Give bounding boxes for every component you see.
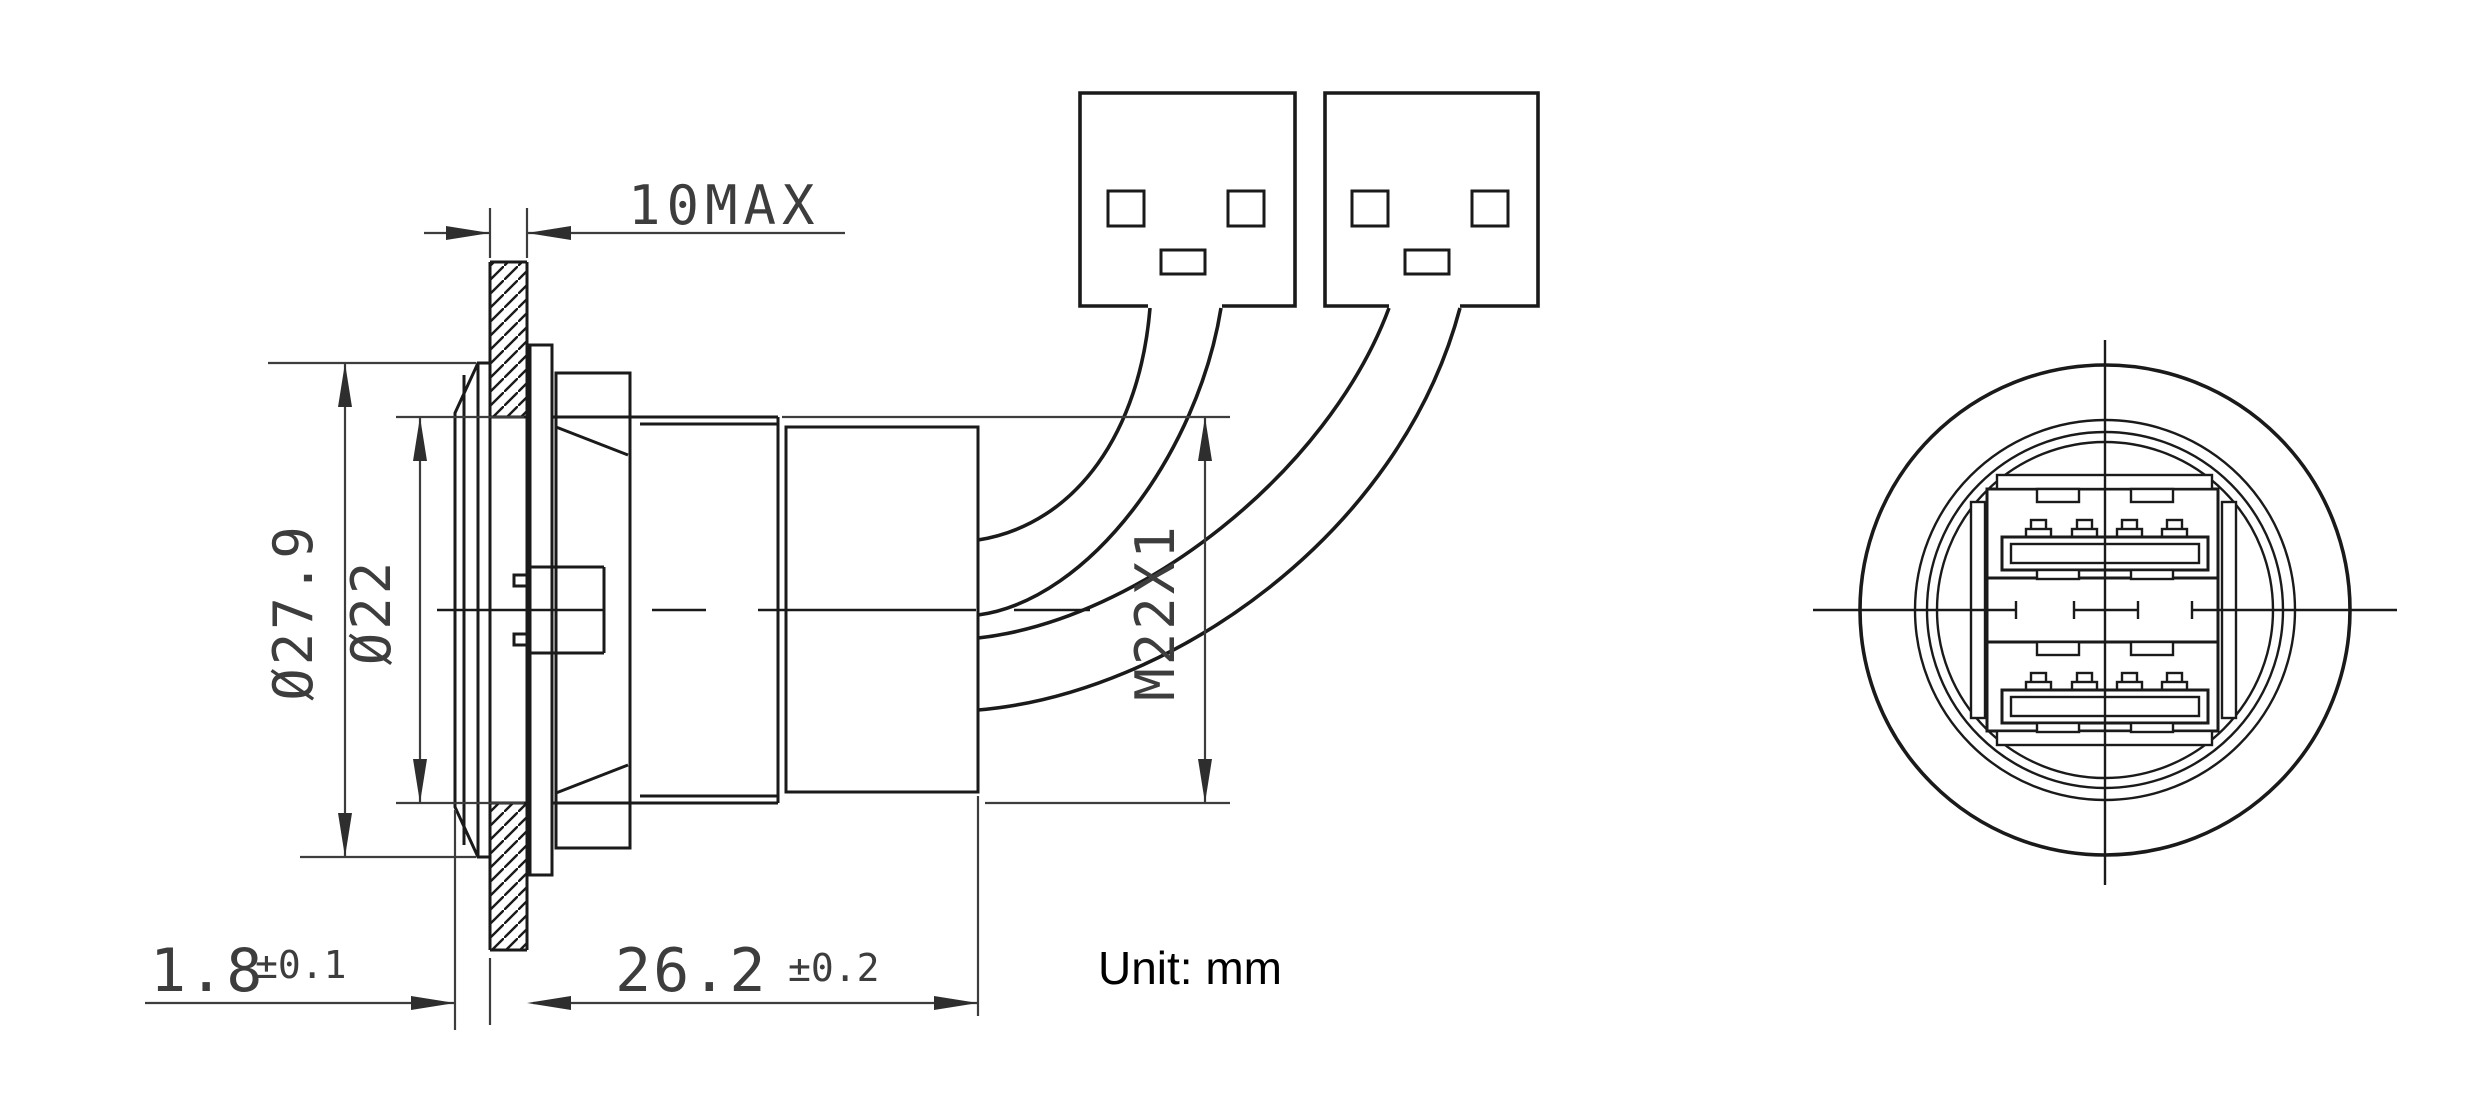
centerline-ticks — [2014, 601, 2194, 619]
dim-label-bezel-lip-value: 1.8 — [150, 936, 264, 1006]
dim-label-hole-diameter: Ø22 — [340, 559, 403, 666]
plug2-contact-left — [1350, 189, 1390, 228]
dimensions: 10MAX Ø27.9 Ø22 M22X1 1.8 ±0. — [145, 174, 1282, 1030]
port-tab-right — [2129, 487, 2175, 504]
cable2-left-edge — [977, 307, 1391, 640]
barrel-lines — [552, 415, 780, 805]
dim-label-body-length-tolerance: ±0.2 — [788, 946, 880, 990]
dim-label-10max: 10MAX — [628, 174, 821, 237]
dim-label-body-length-value: 26.2 — [615, 936, 768, 1006]
threaded-barrel — [552, 415, 780, 805]
key-tab-bottom — [512, 632, 532, 647]
nut-chamfer-top — [555, 425, 629, 457]
nut-chamfer-bottom — [555, 763, 629, 795]
dim-panel-max-thickness: 10MAX — [424, 174, 845, 258]
mounting-panel — [488, 260, 529, 952]
dim-thread: M22X1 — [782, 415, 1230, 805]
usb-plug-2 — [1323, 91, 1540, 308]
cable1-right-edge — [977, 307, 1223, 617]
plug1-slot — [1159, 248, 1207, 276]
plug2-slot — [1403, 248, 1451, 276]
dim-body-length: 26.2 ±0.2 — [527, 796, 980, 1016]
port-tab-left — [2035, 640, 2081, 657]
usb-block-dividers — [1987, 576, 2218, 644]
dim-hole-diameter: Ø22 — [340, 415, 524, 805]
dim-label-flange-diameter: Ø27.9 — [262, 523, 325, 701]
key-tab-top — [512, 573, 532, 588]
plug1-contact-left — [1106, 189, 1146, 228]
plug1-contact-right — [1226, 189, 1266, 228]
plug2-contact-right — [1470, 189, 1510, 228]
unit-note: Unit: mm — [1098, 942, 1282, 994]
port-foot-right — [2129, 568, 2175, 581]
dim-bezel-lip: 1.8 ±0.1 — [145, 810, 492, 1030]
cable1-left-edge — [977, 307, 1152, 542]
cable2-right-edge — [977, 307, 1462, 712]
panel-outline — [488, 260, 529, 952]
side-view — [437, 91, 1540, 952]
port-tab-right — [2129, 640, 2175, 657]
port-foot-left — [2035, 568, 2081, 581]
port-foot-left — [2035, 721, 2081, 734]
cables — [977, 307, 1462, 712]
front-view-centerlines — [1813, 340, 2397, 885]
dim-label-thread: M22X1 — [1124, 523, 1187, 701]
plug2-body — [1323, 91, 1540, 308]
panel-hatch-bottom — [490, 803, 527, 950]
port-tab-left — [2035, 487, 2081, 504]
panel-hatch-top — [490, 262, 527, 417]
dim-label-bezel-lip-tolerance: ±0.1 — [255, 943, 347, 987]
plug1-body — [1078, 91, 1297, 308]
dim-flange-diameter: Ø27.9 — [262, 361, 476, 859]
front-view — [1813, 340, 2397, 885]
port-foot-right — [2129, 721, 2175, 734]
usb-plug-1 — [1078, 91, 1297, 308]
